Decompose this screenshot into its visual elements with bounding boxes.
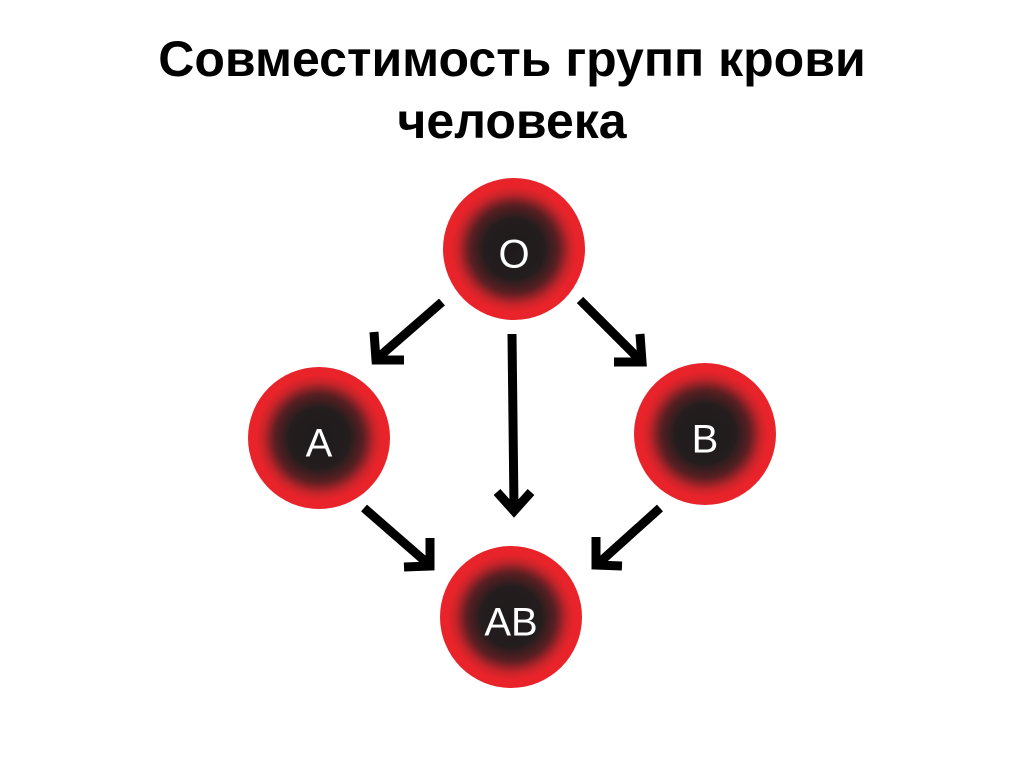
title-line-2: человека [397, 93, 627, 149]
arrow-b-to-ab [591, 504, 664, 571]
node-b: B [634, 363, 776, 505]
node-ab-label: AB [484, 601, 537, 645]
node-b-cell [634, 363, 776, 505]
node-a-label: A [306, 422, 333, 466]
node-o-cell [443, 178, 585, 320]
node-a-cell [248, 367, 390, 509]
node-a: A [248, 367, 390, 509]
node-o-label: O [498, 233, 529, 277]
arrow-o-to-b [576, 296, 647, 367]
node-b-label: B [692, 418, 719, 462]
arrow-o-to-a [369, 298, 445, 365]
arrow-o-to-ab [493, 333, 535, 518]
node-ab-cell [440, 546, 582, 688]
title-line-1: Совместимость групп крови [158, 31, 866, 87]
page-title: Совместимость групп крови человека [0, 28, 1024, 152]
node-ab: AB [440, 546, 582, 688]
arrow-a-to-ab [361, 504, 435, 572]
node-o: O [443, 178, 585, 320]
